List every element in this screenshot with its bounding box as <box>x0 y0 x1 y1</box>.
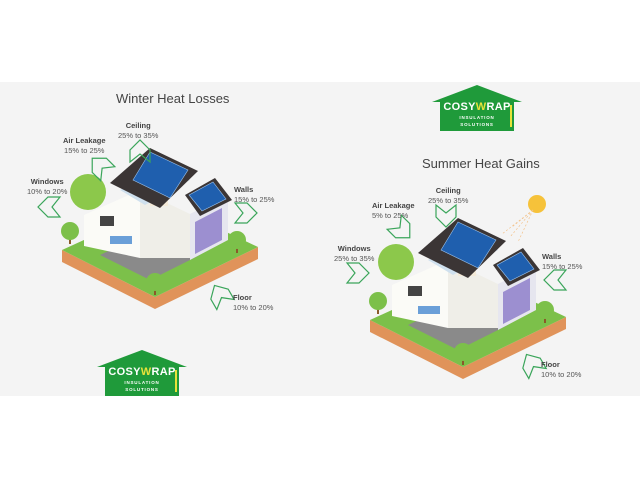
winter-title: Winter Heat Losses <box>116 91 230 106</box>
label-range: 10% to 20% <box>233 303 274 312</box>
tv-icon <box>100 216 114 226</box>
logo-brand: COSYWRAP <box>432 101 522 113</box>
tree-icon <box>536 301 554 319</box>
summer-air-leakage-arrow-icon <box>385 213 411 239</box>
logo-box <box>440 101 514 131</box>
tree-icon <box>228 231 246 249</box>
label-name: Air Leakage <box>372 201 415 210</box>
label-range: 25% to 35% <box>118 131 159 140</box>
label-range: 10% to 20% <box>541 370 582 379</box>
winter-air-leakage-arrow-icon <box>91 157 117 183</box>
cosywrap-logo-top: COSYWRAP INSULATION SOLUTIONS <box>432 85 522 131</box>
label-name: Ceiling <box>125 121 151 130</box>
label-range: 25% to 35% <box>334 254 375 263</box>
logo-line2: SOLUTIONS <box>125 387 159 392</box>
solar-panel-main <box>132 151 189 199</box>
tree-icon <box>378 244 414 280</box>
logo-line2: SOLUTIONS <box>460 122 494 127</box>
summer-title: Summer Heat Gains <box>422 156 540 171</box>
brand-part: W <box>475 101 487 113</box>
label-range: 5% to 25% <box>372 211 409 220</box>
brand-part: COSY <box>443 101 476 113</box>
solar-panel-side <box>188 181 227 212</box>
summer-walls-arrow-icon <box>543 269 568 291</box>
label-name: Windows <box>337 244 371 253</box>
label-range: 15% to 25% <box>542 262 583 271</box>
winter-windows-arrow-icon <box>37 196 62 218</box>
tree-icon <box>146 273 164 291</box>
logo-roof <box>97 350 187 367</box>
label-name: Walls <box>234 185 254 194</box>
sun-icon <box>528 195 546 213</box>
logo-roof <box>432 85 522 102</box>
label-name: Ceiling <box>435 186 461 195</box>
brand-part: W <box>140 366 152 378</box>
winter-ceiling-arrow-icon <box>129 139 151 164</box>
sun-ray <box>517 209 534 243</box>
label-range: 10% to 20% <box>27 187 68 196</box>
bathroom-floor <box>503 278 530 324</box>
label-range: 15% to 25% <box>64 146 105 155</box>
tree-icon <box>70 174 106 210</box>
logo-brand: COSYWRAP <box>97 366 187 378</box>
solar-panel-side <box>496 251 535 282</box>
tree-icon <box>454 343 472 361</box>
solar-panel-main <box>440 221 497 269</box>
label-name: Walls <box>542 252 562 261</box>
label-name: Air Leakage <box>63 136 106 145</box>
label-range: 15% to 25% <box>234 195 275 204</box>
house-wall-mid <box>140 190 190 258</box>
tree-icon <box>369 292 387 310</box>
house-wall-mid <box>448 260 498 328</box>
sun-ray <box>501 209 534 235</box>
sun-ray <box>509 209 534 238</box>
logo-line1: INSULATION <box>124 380 160 385</box>
summer-floor-arrow-icon <box>522 353 548 380</box>
brand-part: RAP <box>151 366 176 378</box>
summer-ceiling-arrow-icon <box>435 203 457 228</box>
summer-house <box>369 218 566 379</box>
logo-box <box>105 366 179 396</box>
tree-icon <box>61 222 79 240</box>
label-name: Windows <box>30 177 64 186</box>
winter-floor-arrow-icon <box>210 284 236 311</box>
soil-base <box>62 247 258 309</box>
bathroom-floor <box>195 208 222 254</box>
cosywrap-logo-bottom: COSYWRAP INSULATION SOLUTIONS <box>97 350 187 396</box>
winter-house <box>61 148 258 309</box>
brand-part: RAP <box>486 101 511 113</box>
winter-walls-arrow-icon <box>233 202 258 224</box>
sofa-icon <box>418 306 440 314</box>
sofa-icon <box>110 236 132 244</box>
label-name: Floor <box>233 293 252 302</box>
tv-icon <box>408 286 422 296</box>
label-range: 25% to 35% <box>428 196 469 205</box>
logo-edge <box>175 370 177 392</box>
logo-line1: INSULATION <box>459 115 495 120</box>
brand-part: COSY <box>108 366 141 378</box>
summer-windows-arrow-icon <box>345 262 370 284</box>
label-name: Floor <box>541 360 560 369</box>
soil-base <box>370 317 566 379</box>
logo-edge <box>510 105 512 127</box>
